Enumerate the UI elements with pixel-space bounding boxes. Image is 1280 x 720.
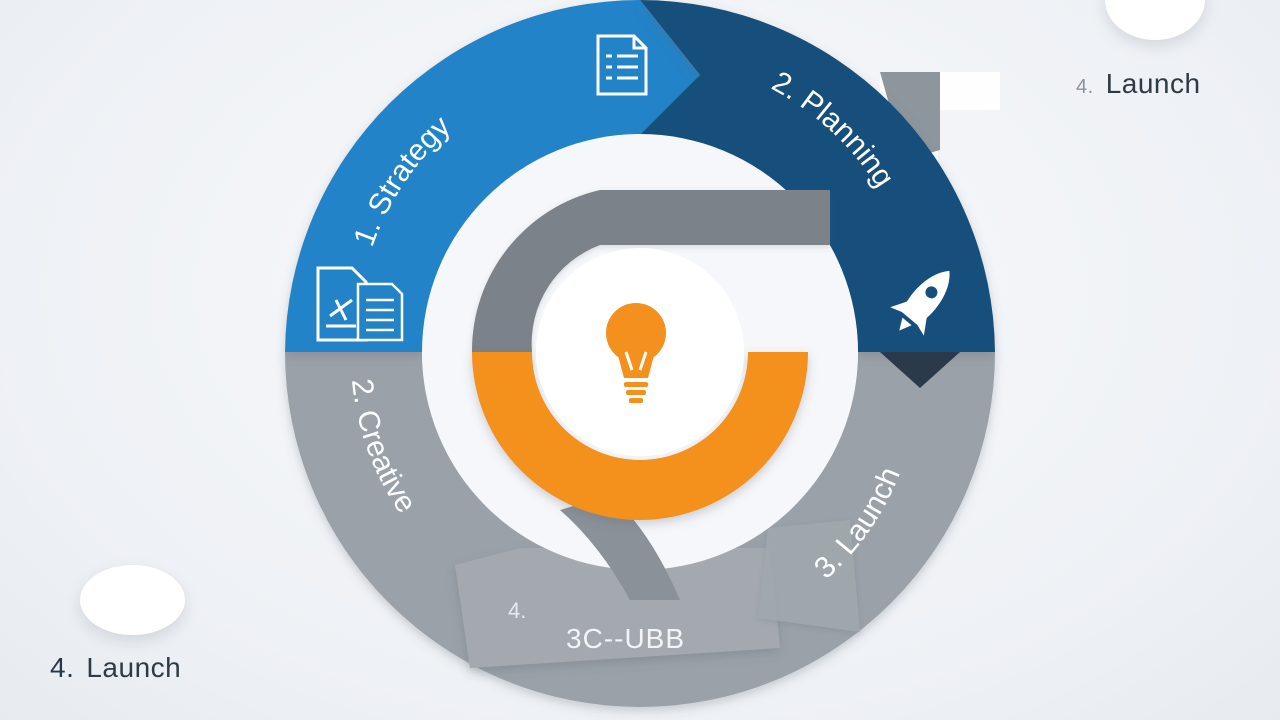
corner-text: Launch	[1105, 68, 1201, 99]
inner-grey-tail	[560, 495, 680, 600]
corner-label-bottom-left: 4. Launch	[50, 652, 181, 684]
top-connector-grey	[880, 72, 940, 160]
corner-number: 4.	[50, 652, 75, 683]
segment-planning	[640, 0, 995, 352]
planning-pointer	[880, 352, 960, 388]
bottom-text: 3C‐‐UBB	[566, 623, 685, 654]
center-orange-ring	[472, 352, 808, 520]
document-list-icon	[596, 34, 648, 96]
rocket-icon	[890, 270, 950, 336]
bottom-number: 4.	[508, 598, 526, 623]
chart-doc-icon	[356, 282, 404, 342]
segment-launch-tab	[758, 520, 860, 632]
paper-bump-bottom-left	[80, 565, 185, 635]
corner-label-top-right: 4. Launch	[1076, 68, 1201, 100]
lightbulb-icon	[606, 303, 666, 403]
corner-number: 4.	[1076, 76, 1094, 98]
corner-text: Launch	[86, 652, 182, 683]
segment-bottom-tab	[455, 548, 780, 668]
segment-strategy	[285, 0, 700, 352]
inner-grey-hook	[471, 190, 830, 352]
